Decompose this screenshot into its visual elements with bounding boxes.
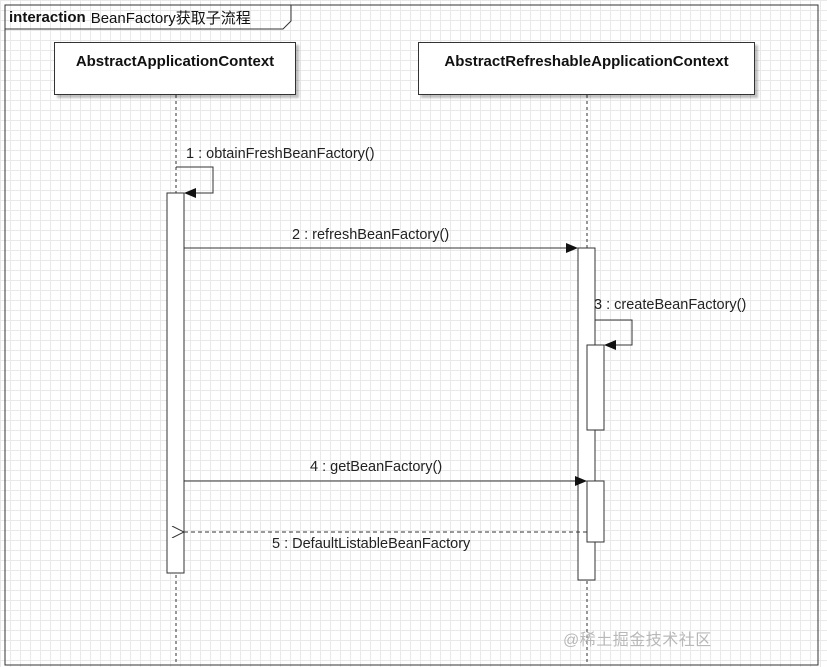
message-3-arrow [595,319,633,350]
watermark: @稀土掘金技术社区 [563,632,712,649]
activation-bar-3 [586,344,605,431]
activation-bar-1 [166,192,185,574]
interaction-frame [4,4,819,666]
lifeline-abstract-application-context: AbstractApplicationContext [54,42,296,95]
message-1-arrow [176,166,214,198]
message-3-label: 3 : createBeanFactory() [594,297,747,313]
frame-tab-border [5,5,292,30]
message-5-label: 5 : DefaultListableBeanFactory [272,536,471,552]
lifeline-abstract-refreshable-application-context: AbstractRefreshableApplicationContext [418,42,755,95]
frame-keyword: interaction [9,8,86,26]
message-4-label: 4 : getBeanFactory() [310,459,443,475]
message-1-label: 1 : obtainFreshBeanFactory() [186,146,375,162]
message-2-label: 2 : refreshBeanFactory() [292,227,450,243]
activation-bar-4 [586,480,605,543]
frame-name: BeanFactory获取子流程 [90,9,251,27]
frame-title: interaction BeanFactory获取子流程 [5,5,291,29]
